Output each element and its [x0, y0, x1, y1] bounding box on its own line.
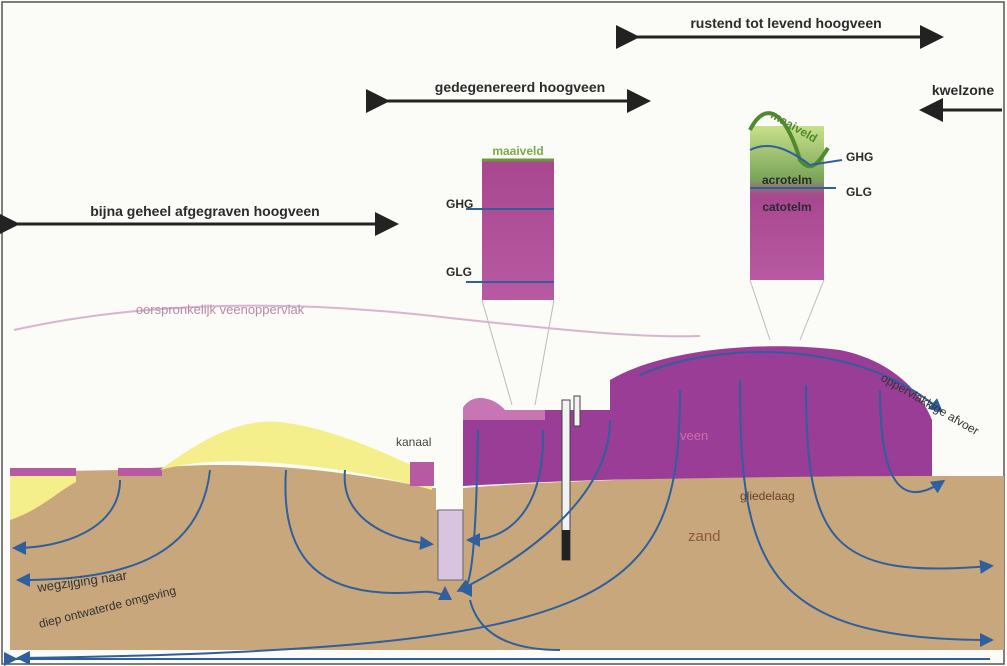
col1-ghg-label: GHG [446, 197, 473, 211]
acrotelm-label: acrotelm [762, 173, 812, 187]
canal-label: kanaal [396, 435, 431, 449]
original-surface-label: oorspronkelijk veenoppervlak [136, 302, 305, 317]
col1-glg-label: GLG [446, 265, 472, 279]
profile-column-degraded: maaiveld GHG GLG [446, 144, 554, 405]
col2-ghg-label: GHG [846, 150, 873, 164]
col2-glg-label: GLG [846, 185, 872, 199]
original-surface-line [14, 306, 700, 337]
catotelm-label: catotelm [762, 200, 811, 214]
col1-maaiveld-label: maaiveld [492, 144, 543, 158]
range-label-middle: gedegenereerd hoogveen [435, 79, 605, 95]
peat-label: veen [680, 428, 708, 443]
canal [438, 510, 463, 580]
profile-column-living: maaiveld GHG GLG acrotelm catotelm [750, 108, 873, 340]
range-label-right: kwelzone [932, 82, 994, 98]
sand-label: zand [688, 528, 721, 545]
range-label-top: rustend tot levend hoogveen [690, 15, 881, 31]
range-label-left: bijna geheel afgegraven hoogveen [90, 203, 320, 219]
